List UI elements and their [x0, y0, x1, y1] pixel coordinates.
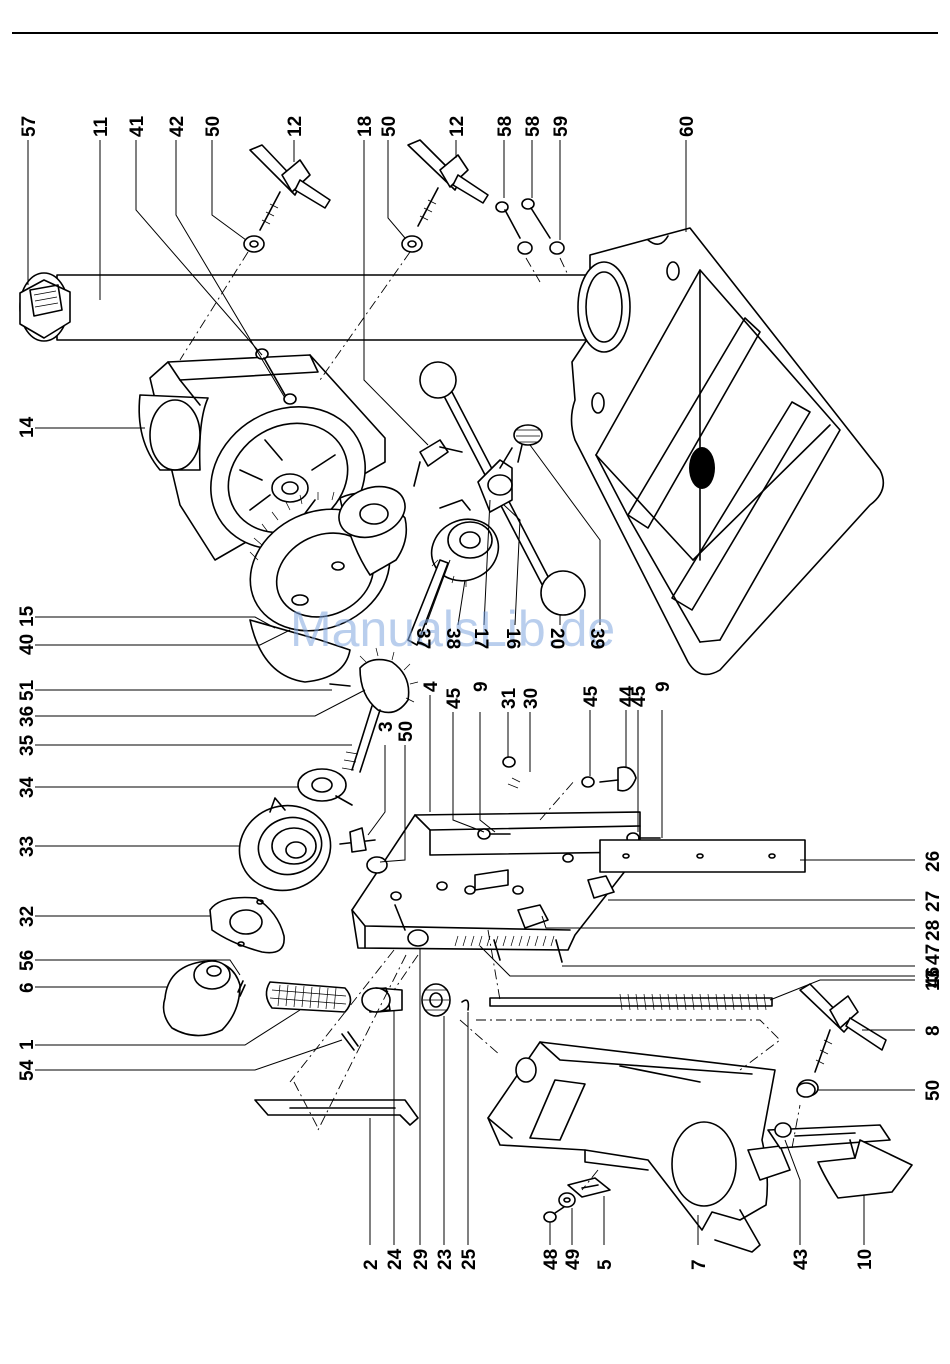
part-label-12: 12: [285, 116, 306, 137]
set-screw-43: [775, 1123, 791, 1137]
part-label-42: 42: [167, 116, 188, 137]
part-label-45: 45: [444, 687, 465, 709]
washer-34: [298, 769, 352, 805]
part-label-18: 18: [355, 116, 376, 137]
washer-50d: [797, 1083, 815, 1097]
part-label-36: 36: [17, 706, 38, 727]
fence-7: [488, 1042, 790, 1252]
part-label-16: 16: [502, 628, 523, 649]
cover-plate-32: [210, 898, 284, 953]
part-label-4: 4: [421, 681, 442, 692]
part-label-58: 58: [495, 116, 516, 137]
part-label-5: 5: [595, 1259, 616, 1270]
part-label-43: 43: [791, 1249, 812, 1270]
clamp-lever: [244, 145, 330, 252]
leadscrew-13: [490, 994, 772, 1010]
part-label-37: 37: [412, 628, 433, 649]
part-label-35: 35: [17, 734, 38, 756]
part-label-1: 1: [17, 1039, 38, 1050]
knob-6: [164, 961, 245, 1036]
part-label-58: 58: [523, 116, 544, 137]
part-label-45: 45: [581, 685, 602, 707]
part-label-60: 60: [677, 116, 698, 137]
column-tube: [20, 262, 630, 352]
washer-49: [559, 1193, 575, 1207]
clamp-lever: [402, 140, 488, 252]
spring-33: [227, 793, 342, 903]
part-label-50: 50: [379, 116, 400, 137]
part-label-31: 31: [499, 687, 520, 709]
part-label-17: 17: [470, 628, 491, 649]
part-label-13: 13: [923, 970, 944, 991]
part-label-10: 10: [855, 1249, 876, 1270]
guard-10: [768, 1125, 912, 1198]
thumb-screw: [514, 425, 542, 462]
part-label-50: 50: [203, 116, 224, 137]
part-label-29: 29: [411, 1249, 432, 1270]
part-label-28: 28: [923, 920, 944, 941]
part-label-47: 47: [923, 944, 944, 965]
part-label-56: 56: [17, 950, 38, 971]
part-label-34: 34: [17, 776, 38, 798]
part-label-30: 30: [521, 688, 542, 709]
part-label-3: 3: [376, 721, 397, 732]
pin: [414, 440, 462, 486]
part-label-39: 39: [586, 628, 607, 649]
part-label-14: 14: [17, 416, 38, 438]
part-label-49: 49: [563, 1249, 584, 1270]
part-label-50: 50: [923, 1080, 944, 1101]
part-label-24: 24: [385, 1248, 406, 1270]
part-label-48: 48: [541, 1249, 562, 1270]
part-label-20: 20: [546, 628, 567, 649]
base-hole: [689, 447, 715, 489]
part-label-38: 38: [442, 628, 463, 649]
part-label-7: 7: [689, 1259, 710, 1270]
screw-48: [544, 1207, 564, 1222]
part-label-6: 6: [17, 982, 38, 993]
part-label-57: 57: [19, 116, 40, 137]
sleeve-24: [362, 988, 402, 1012]
part-label-15: 15: [17, 605, 38, 627]
part-label-12: 12: [447, 116, 468, 137]
scale-bar: [600, 840, 805, 872]
part-label-2: 2: [361, 1259, 382, 1270]
part-label-25: 25: [459, 1248, 480, 1270]
sleeve-1: [266, 982, 350, 1012]
part-label-27: 27: [923, 891, 944, 912]
part-label-40: 40: [17, 634, 38, 655]
part-label-41: 41: [127, 115, 148, 137]
part-label-32: 32: [17, 906, 38, 927]
set-screw-54: [342, 1032, 358, 1050]
part-label-59: 59: [551, 116, 572, 137]
part-label-51: 51: [17, 679, 38, 701]
part-label-9: 9: [653, 681, 674, 692]
part-label-9: 9: [471, 681, 492, 692]
knurled-nut-23: [422, 984, 450, 1016]
part-label-8: 8: [923, 1025, 944, 1036]
part-label-26: 26: [923, 851, 944, 872]
part-label-23: 23: [435, 1249, 456, 1270]
part-label-33: 33: [17, 836, 38, 857]
part-label-45: 45: [629, 685, 650, 707]
part-label-50: 50: [396, 721, 417, 742]
clip-25: [462, 1000, 468, 1010]
part-label-11: 11: [91, 116, 112, 137]
clamp-lever-8: [798, 984, 886, 1096]
part-label-54: 54: [17, 1059, 38, 1081]
